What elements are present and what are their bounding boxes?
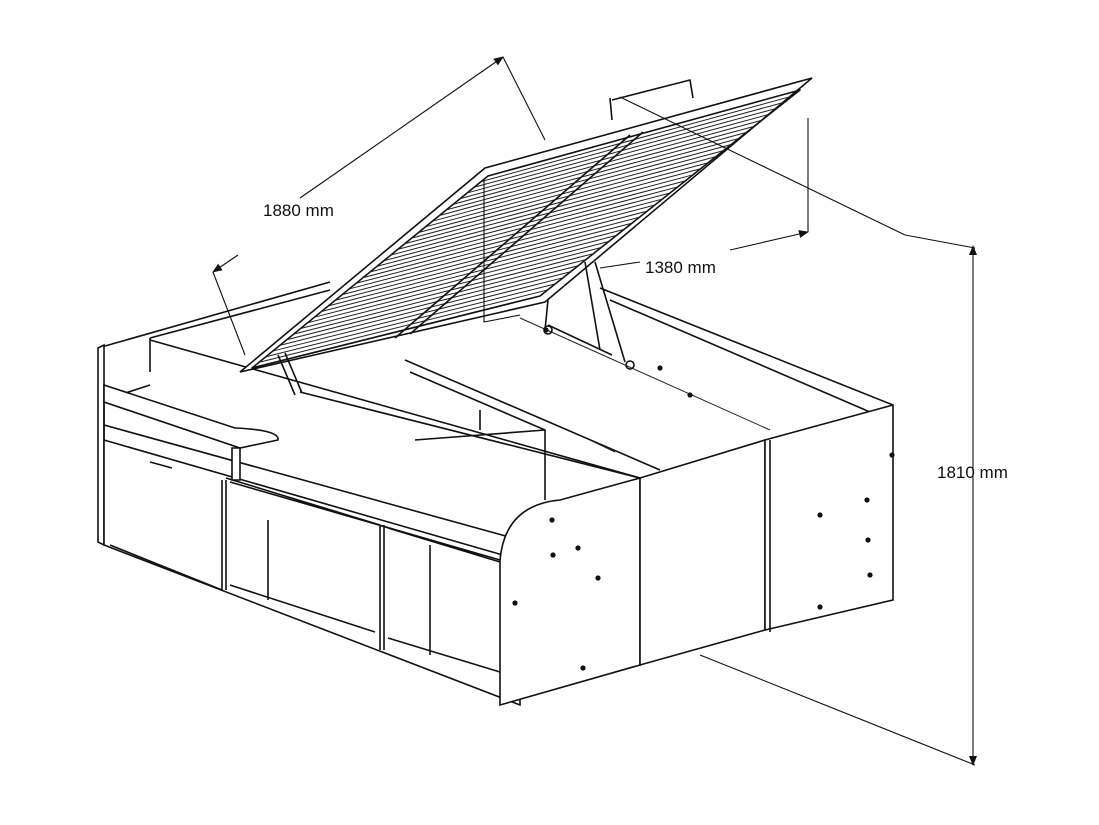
slat	[404, 162, 709, 245]
slat	[397, 168, 701, 250]
fixing-hole	[864, 497, 870, 503]
slat	[314, 240, 609, 318]
slatted-base	[239, 77, 813, 396]
fixing-hole	[817, 512, 823, 518]
fixing-hole	[889, 452, 895, 458]
fixing-hole	[512, 600, 518, 606]
slat	[293, 259, 587, 335]
slat	[480, 95, 793, 183]
length-dimension-label: 1880 mm	[263, 201, 334, 220]
slat	[349, 210, 648, 290]
fixing-hole	[867, 572, 873, 578]
bed-body	[97, 281, 894, 707]
slat	[300, 253, 594, 329]
slat	[390, 174, 694, 256]
fixing-hole	[657, 365, 663, 371]
slat	[279, 271, 571, 346]
fixing-hole	[865, 537, 871, 543]
slat	[383, 180, 686, 262]
fixing-hole	[580, 665, 586, 671]
slat	[411, 156, 717, 239]
height-dimension-label: 1810 mm	[937, 463, 1008, 482]
fixing-hole	[575, 545, 581, 551]
slat	[258, 289, 548, 363]
slat	[439, 131, 747, 217]
dimension-lines	[212, 56, 977, 766]
fixing-hole	[687, 392, 693, 398]
slat	[307, 247, 602, 324]
fixing-hole	[550, 552, 556, 558]
fixing-hole	[595, 575, 601, 581]
fixing-hole	[817, 604, 823, 610]
slat	[362, 198, 663, 279]
slat	[418, 150, 724, 233]
slat	[355, 204, 655, 284]
slat	[272, 277, 564, 352]
slat	[425, 144, 732, 228]
slat	[369, 192, 671, 273]
fixing-hole	[549, 517, 555, 523]
slat	[376, 186, 678, 267]
slat	[286, 265, 579, 341]
width-dimension-label: 1380 mm	[645, 258, 716, 277]
slat	[265, 283, 556, 358]
